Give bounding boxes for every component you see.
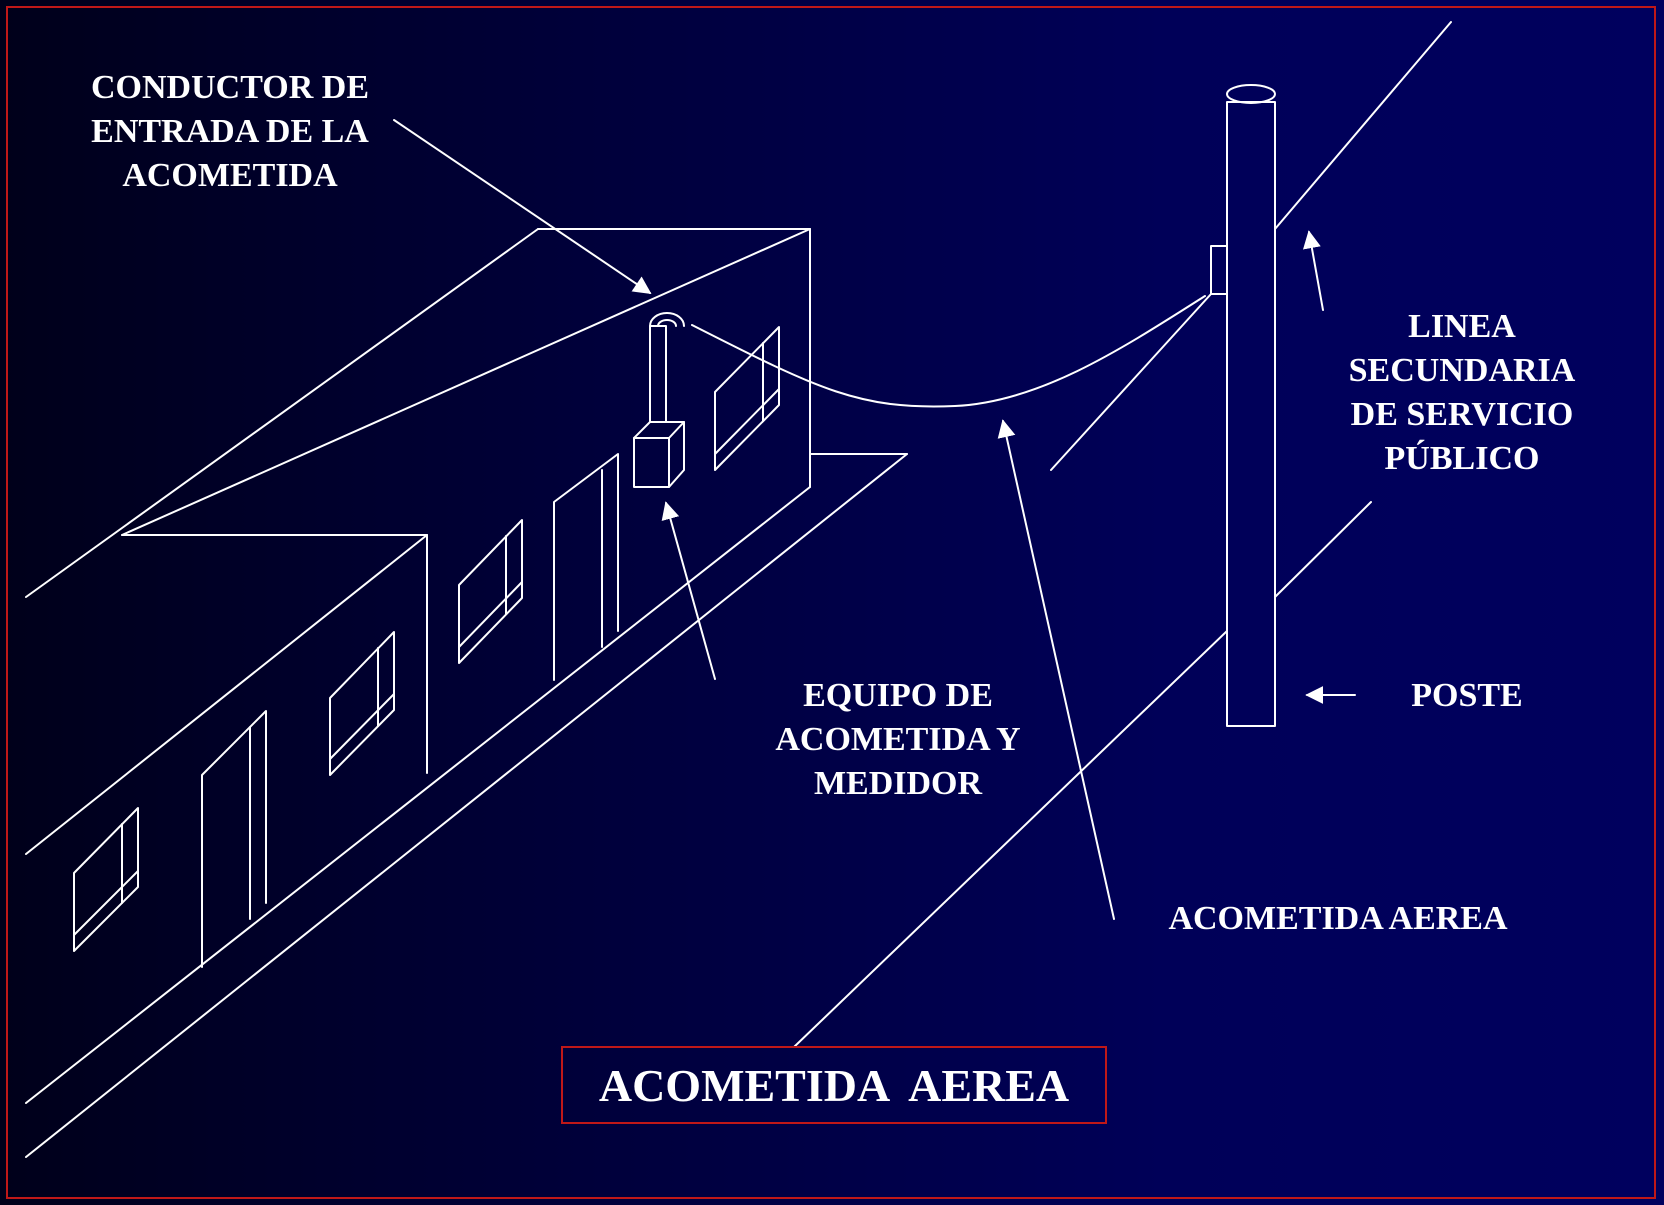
arrow-service-drop	[997, 419, 1115, 920]
secondary-line	[793, 21, 1452, 1048]
service-mast	[649, 312, 685, 423]
service-drop-cable	[691, 295, 1206, 408]
window-2	[329, 631, 395, 776]
arrow-equipment	[661, 501, 716, 680]
door-2	[553, 453, 619, 681]
door-1	[201, 710, 267, 968]
window-1	[73, 807, 139, 952]
meter-box	[633, 421, 685, 488]
label-pole: POSTE	[1411, 677, 1523, 714]
label-service-equipment: EQUIPO DE ACOMETIDA Y MEDIDOR	[775, 677, 1021, 802]
label-service-entrance-conductor: CONDUCTOR DE ENTRADA DE LA ACOMETIDA	[90, 69, 369, 194]
house	[25, 228, 908, 1158]
title-box: ACOMETIDA AEREA	[561, 1046, 1107, 1124]
arrow-secondary-line	[1303, 230, 1324, 311]
window-3	[458, 519, 523, 664]
diagram-title: ACOMETIDA AEREA	[598, 1059, 1070, 1111]
window-4	[714, 326, 780, 471]
label-secondary-line: LINEA SECUNDARIA DE SERVICIO PÚBLICO	[1348, 308, 1576, 477]
arrow-conductor	[393, 119, 652, 295]
utility-pole	[1050, 84, 1276, 727]
label-aerial-service-drop: ACOMETIDA AEREA	[1168, 900, 1508, 937]
